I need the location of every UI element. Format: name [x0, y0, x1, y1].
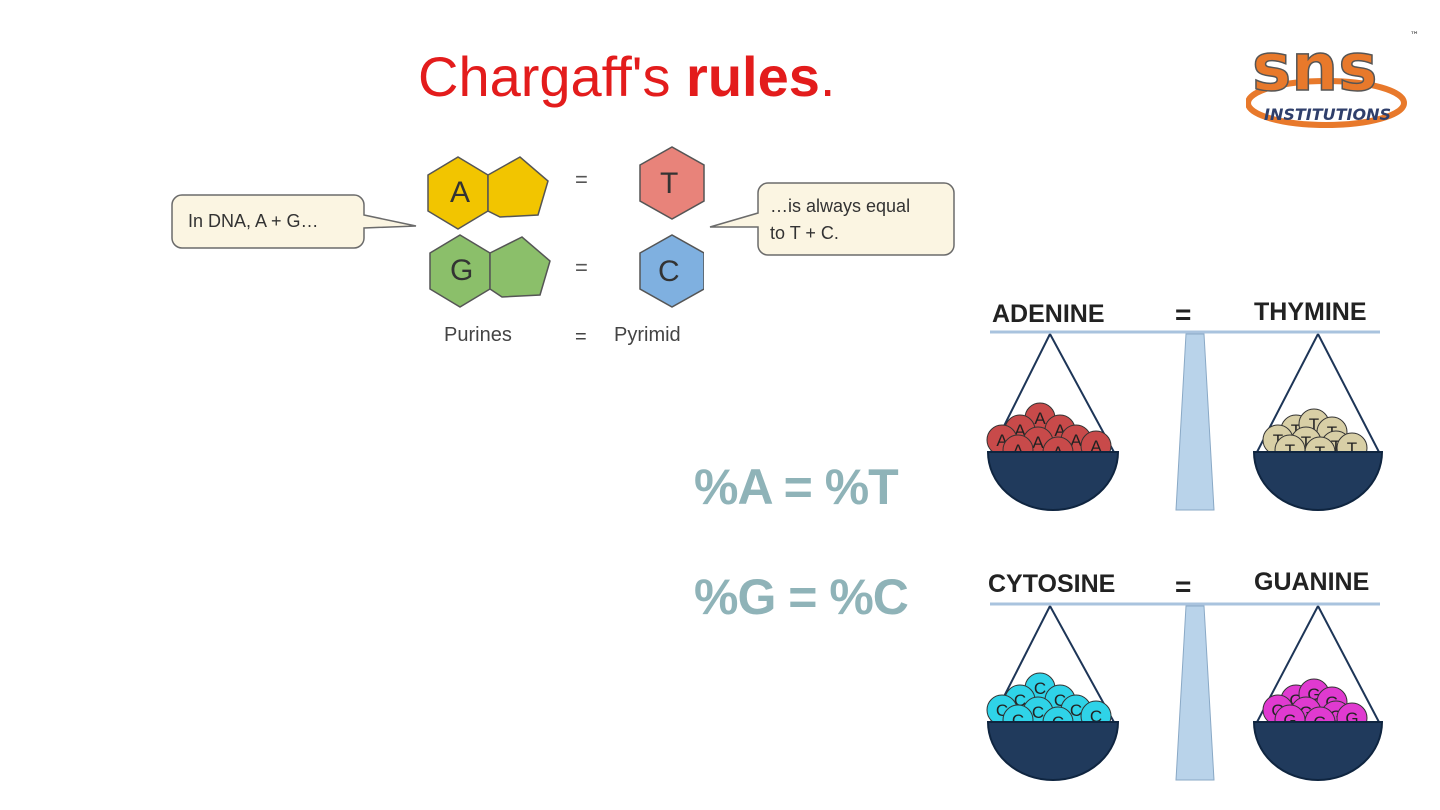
equals-sign-bottom: = — [575, 255, 588, 280]
cytosine-ball-letter: C — [1034, 679, 1046, 698]
right-speech-bubble: …is always equal to T + C. — [709, 182, 955, 256]
thymine-pan: TTTTTTTTT — [1252, 333, 1384, 511]
guanine-pan: GGGGGGGGG — [1252, 605, 1384, 781]
cytosine-molecule: C — [639, 230, 724, 310]
cytosine-pan: CCCCCCCCC — [986, 605, 1120, 781]
adenine-pan: AAAAAAAAA — [986, 333, 1120, 511]
thymine-letter: T — [660, 167, 678, 200]
guanine-letter: G — [450, 254, 473, 287]
purines-equals: = — [575, 326, 587, 348]
equals-sign-top: = — [575, 167, 588, 192]
equation-a-equals-t: %A = %T — [694, 459, 899, 515]
logo-trademark: ™ — [1410, 31, 1419, 41]
balance-cytosine-guanine: CYTOSINE = GUANINE CCCCCCCCC GGGGGGGGG — [986, 568, 1384, 781]
adenine-ball-letter: A — [1070, 431, 1082, 450]
adenine-letter: A — [450, 176, 470, 209]
adenine-ball-letter: A — [1032, 433, 1044, 452]
thymine-label: THYMINE — [1254, 298, 1367, 326]
title-period: . — [819, 45, 836, 108]
title-text: Chargaff's — [418, 45, 687, 108]
balance-equals-gc: = — [1175, 571, 1191, 602]
thymine-ball-letter: T — [1331, 437, 1341, 456]
thymine-ball-letter: T — [1285, 441, 1295, 460]
logo-swoosh — [1246, 78, 1407, 128]
left-speech-bubble: In DNA, A + G… — [171, 194, 417, 249]
adenine-label: ADENINE — [992, 300, 1105, 328]
dna-pairing-diagram: In DNA, A + G… A = T …is always equal to… — [171, 146, 955, 348]
cytosine-ball-letter: C — [1032, 703, 1044, 722]
guanine-molecule: G — [429, 234, 551, 308]
logo-subtitle: INSTITUTIONS — [1264, 105, 1391, 124]
left-bubble-text: In DNA, A + G… — [188, 211, 319, 231]
pyrimidines-label: Pyrimid — [614, 324, 681, 346]
balance-equals-at: = — [1175, 299, 1191, 330]
logo-s1: sns — [1252, 29, 1378, 106]
cytosine-label: CYTOSINE — [988, 570, 1115, 598]
right-bubble-text-line2: to T + C. — [770, 223, 839, 243]
cytosine-ball-letter: C — [1070, 701, 1082, 720]
right-bubble-text-line1: …is always equal — [770, 196, 910, 216]
adenine-molecule: A — [427, 156, 549, 230]
balance-stand — [1175, 333, 1215, 511]
equation-g-equals-c: %G = %C — [694, 569, 909, 625]
balance-adenine-thymine: ADENINE = THYMINE AAAAAAAAA TTTTTTTTT — [986, 298, 1384, 511]
guanine-label: GUANINE — [1254, 568, 1369, 596]
thymine-ball-letter: T — [1347, 439, 1357, 458]
purines-label: Purines — [444, 324, 512, 346]
title-bold-text: rules — [686, 45, 820, 108]
thymine-molecule: T — [639, 146, 705, 220]
thymine-ball-letter: T — [1301, 433, 1311, 452]
sns-institutions-logo: sns INSTITUTIONS ™ — [1246, 28, 1419, 128]
adenine-ball-letter: A — [1034, 409, 1046, 428]
cytosine-letter: C — [658, 255, 680, 288]
thymine-ball-letter: T — [1309, 415, 1319, 434]
slide-title: Chargaff's rules. — [418, 44, 835, 109]
balance-stand — [1175, 605, 1215, 781]
